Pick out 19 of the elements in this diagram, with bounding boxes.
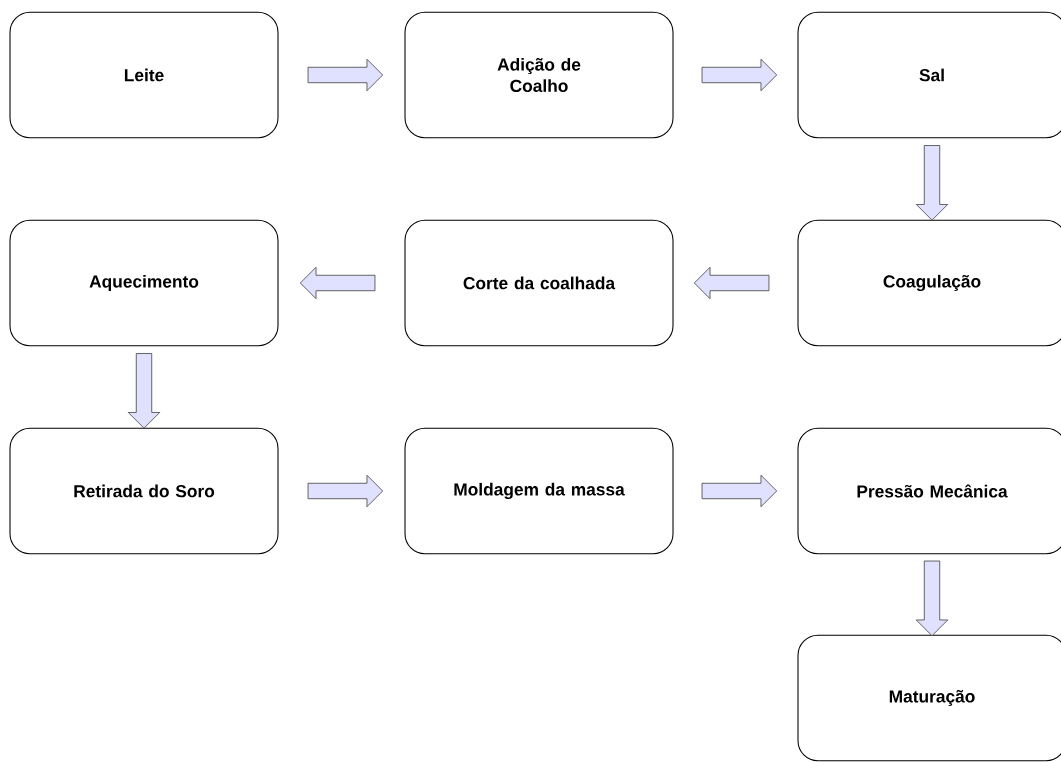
block-arrow [915, 560, 949, 637]
process-box: Sal [797, 11, 1061, 139]
process-box: Aquecimento [9, 219, 279, 347]
block-arrow [701, 474, 778, 508]
process-box: Leite [9, 11, 279, 139]
block-arrow [307, 58, 384, 92]
process-box: Adição de Coalho [404, 11, 674, 139]
block-arrow [915, 145, 949, 221]
block-arrow [127, 353, 161, 429]
block-arrow [307, 474, 384, 508]
process-box: Maturação [797, 634, 1061, 762]
block-arrow [701, 58, 778, 92]
block-arrow [299, 266, 376, 300]
process-box: Corte da coalhada [404, 219, 674, 347]
process-box: Retirada do Soro [9, 427, 279, 555]
process-box: Moldagem da massa [404, 427, 674, 555]
process-box: Coagulação [797, 219, 1061, 347]
block-arrow [693, 266, 770, 300]
process-box: Pressão Mecânica [797, 427, 1061, 555]
